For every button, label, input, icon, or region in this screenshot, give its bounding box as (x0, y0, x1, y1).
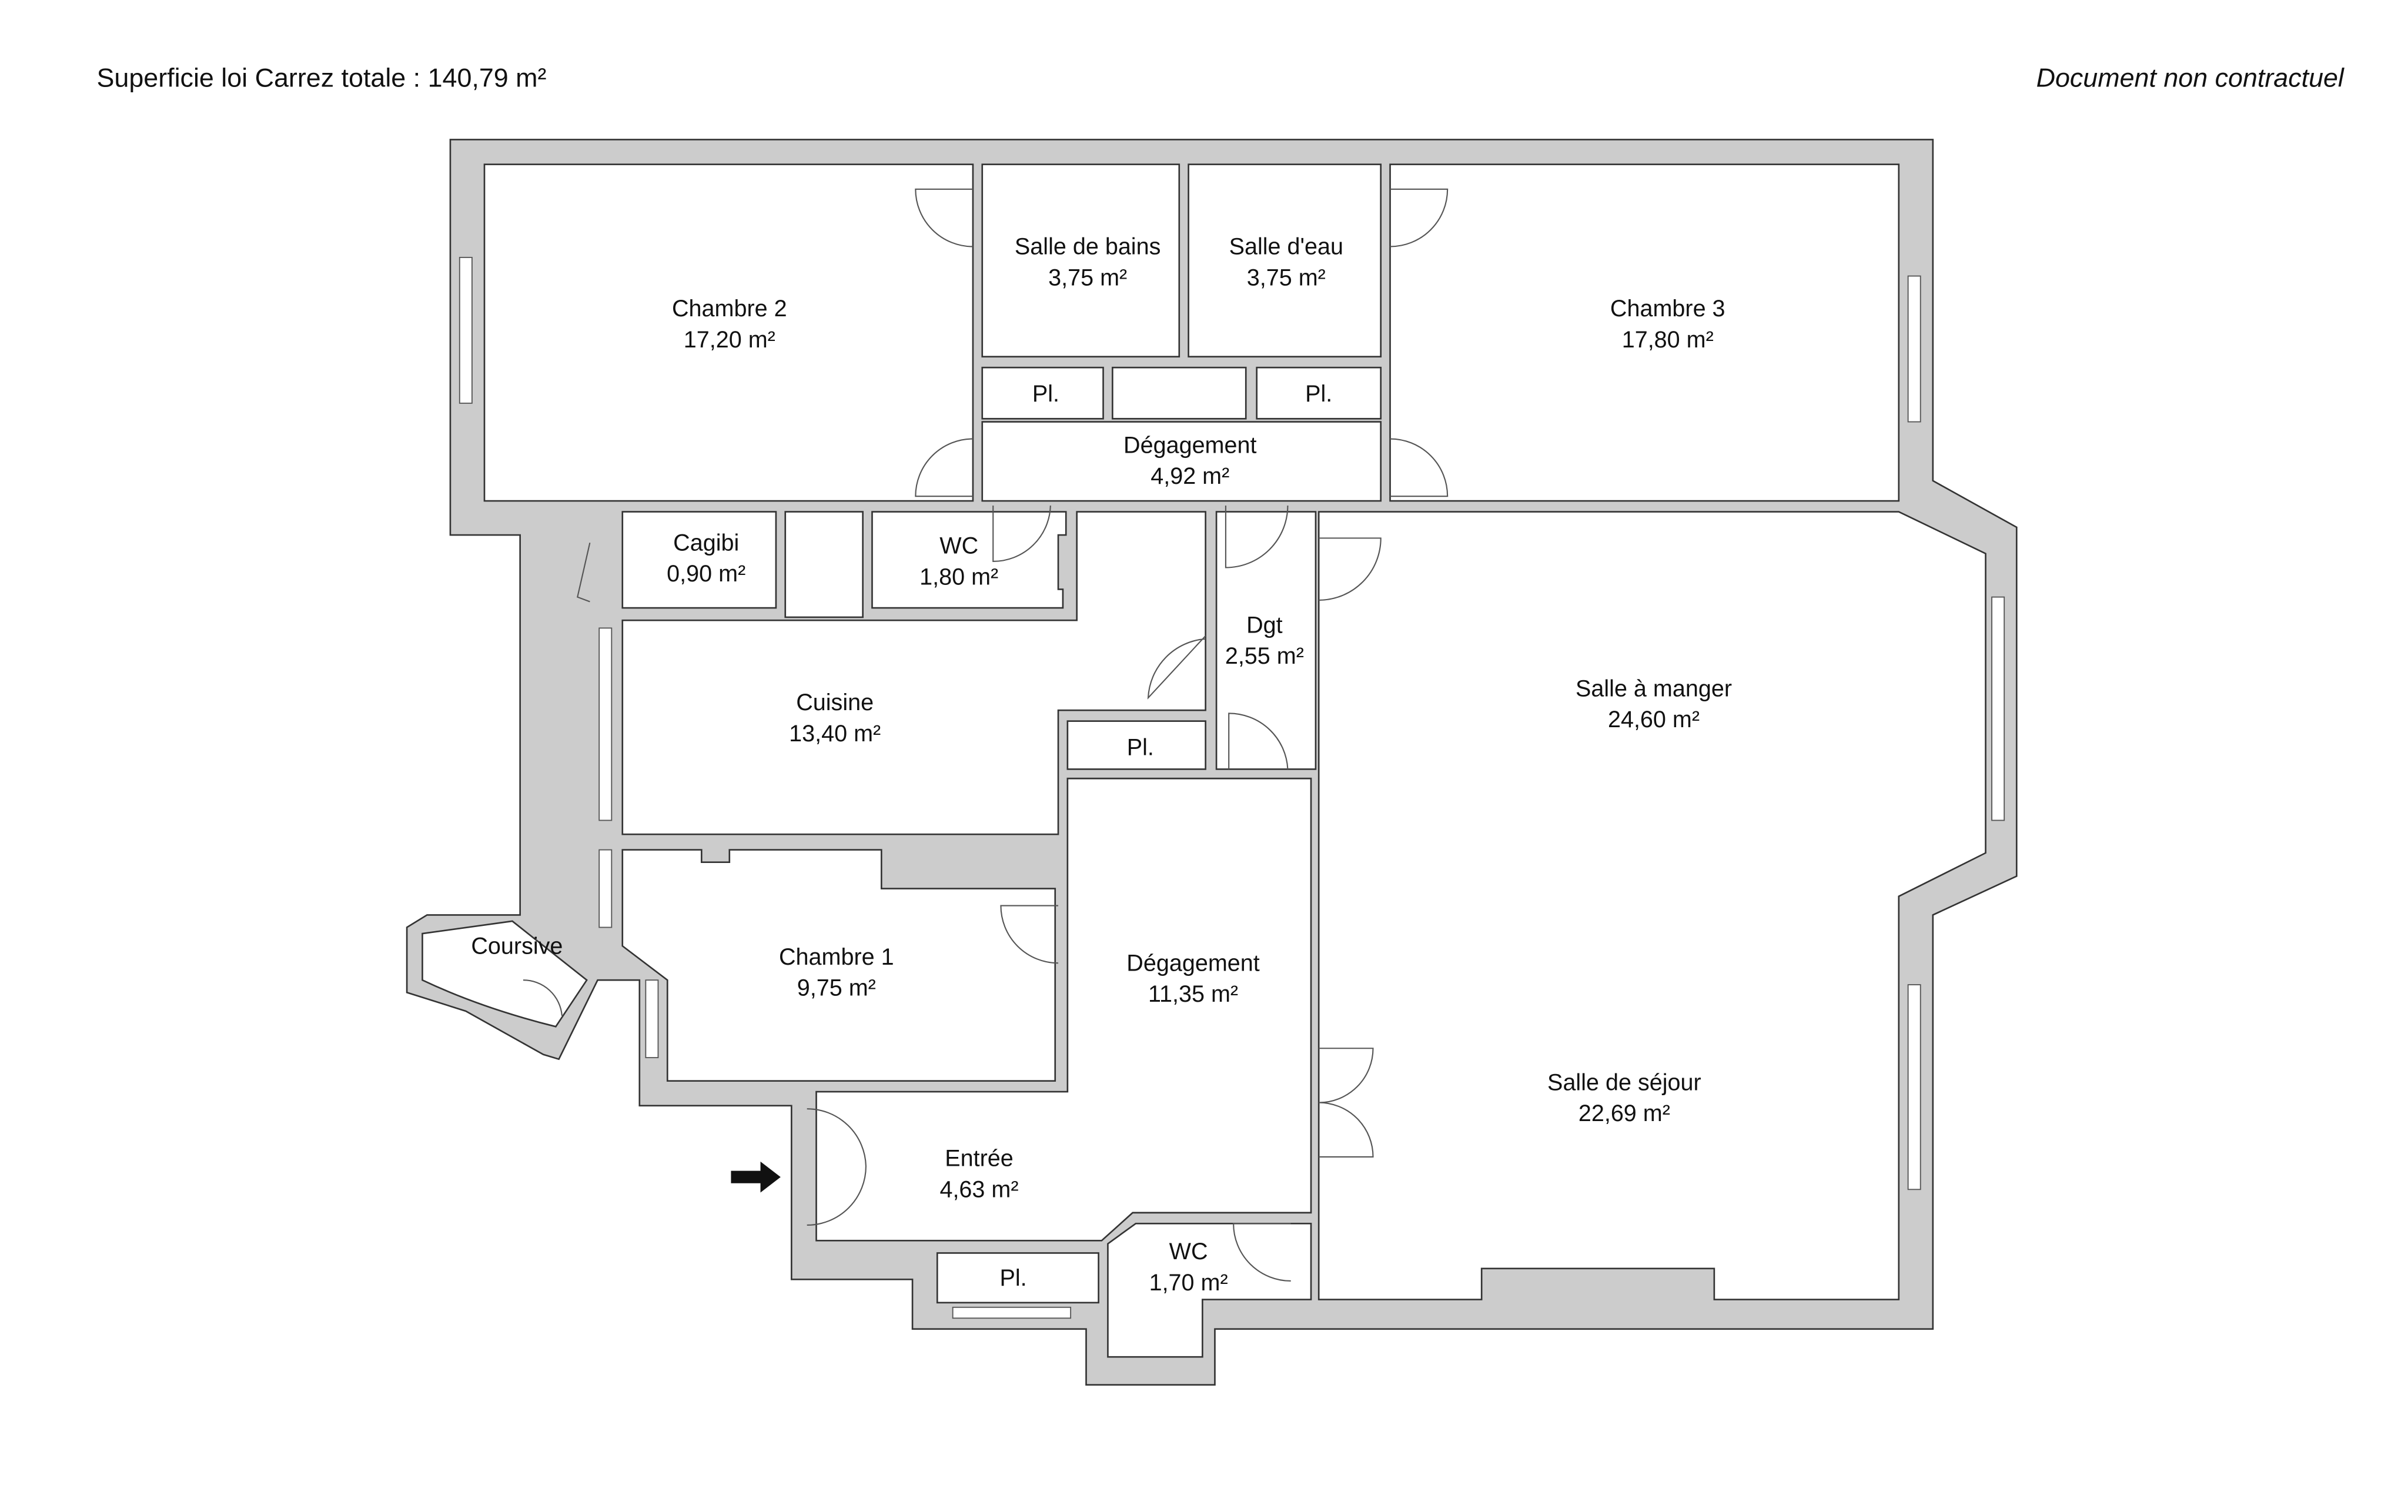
room-placard-middle (1112, 366, 1247, 420)
room-salle-de-bains (981, 163, 1180, 358)
label-placard-3: Pl. (1127, 735, 1154, 761)
room-dgt (1215, 511, 1317, 770)
label-placard-4: Pl. (999, 1265, 1026, 1291)
room-wc-sud (1107, 1223, 1312, 1358)
room-chambre-1 (621, 849, 1056, 1082)
room-placard-2 (1256, 366, 1382, 420)
room-cuisine (621, 511, 1206, 835)
room-degagement-entree (815, 777, 1312, 1242)
label-placard-2: Pl. (1305, 381, 1332, 407)
room-wc-nord (871, 511, 1067, 609)
room-coursive (422, 920, 588, 1028)
doors (523, 188, 1449, 1282)
room-chambre-2 (483, 163, 974, 502)
room-salle-a-manger-sejour (1317, 511, 1986, 1300)
label-coursive: Coursive (471, 933, 563, 959)
room-degagement-nord (981, 421, 1382, 502)
windows (459, 256, 2005, 1319)
label-placard-1: Pl. (1032, 381, 1059, 407)
room-salle-deau (1188, 163, 1382, 358)
room-placard-3 (1066, 720, 1206, 770)
total-area-text: Superficie loi Carrez totale : 140,79 m² (97, 63, 547, 93)
room-passage (784, 511, 864, 618)
arrow-right-icon (731, 1161, 781, 1193)
room-placard-4 (936, 1252, 1099, 1304)
room-cagibi (621, 511, 777, 609)
disclaimer-text: Document non contractuel (2036, 63, 2345, 93)
room-chambre-3 (1389, 163, 1900, 502)
room-placard-1 (981, 366, 1104, 420)
